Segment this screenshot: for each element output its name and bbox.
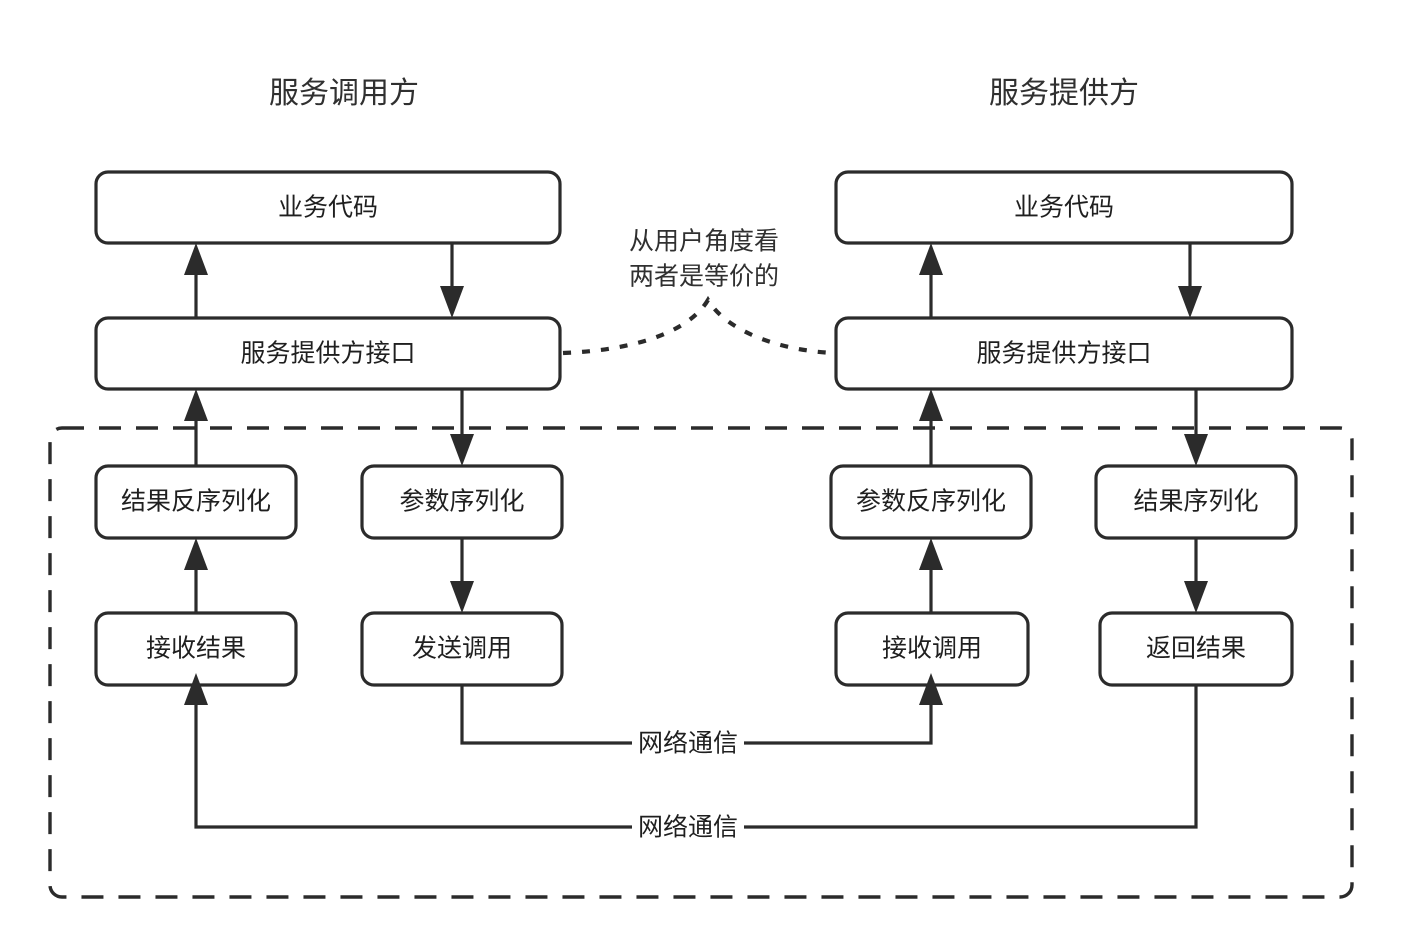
node-caller-result-deserialize-label: 结果反序列化	[121, 488, 271, 516]
column-title-provider: 服务提供方	[989, 77, 1139, 110]
arrowhead-down-caller-paramser	[450, 434, 474, 466]
annotation-equivalence-line2: 两者是等价的	[629, 263, 779, 291]
rpc-framework-boundary	[48, 426, 1354, 899]
arrowhead-up-provider-receivecall-network	[919, 673, 943, 705]
column-title-caller: 服务调用方	[269, 77, 419, 110]
node-provider-param-deserialize-label: 参数反序列化	[856, 488, 1006, 516]
node-provider-receive-call-label: 接收调用	[882, 635, 982, 663]
edge-label-network-call-bg	[632, 728, 744, 760]
arrowhead-up-provider-paramdeser	[919, 538, 943, 570]
node-caller-business-code[interactable]	[94, 170, 562, 245]
node-provider-provider-interface[interactable]	[834, 316, 1294, 391]
node-caller-provider-interface[interactable]	[94, 316, 562, 391]
edge-label-network-return: 网络通信	[638, 814, 738, 842]
node-provider-business-code[interactable]	[834, 170, 1294, 245]
edge-label-network-return-bg	[632, 812, 744, 844]
node-provider-business-code-label: 业务代码	[1014, 194, 1114, 222]
arrowhead-up-provider-interface	[919, 389, 943, 421]
node-caller-provider-interface-label: 服务提供方接口	[240, 340, 415, 368]
arrowhead-down-provider-interface	[1178, 286, 1202, 318]
arrowhead-up-caller-receiveresult-network	[184, 673, 208, 705]
annotation-equivalence-line1: 从用户角度看	[629, 228, 779, 256]
arrowhead-down-caller-interface	[440, 286, 464, 318]
node-caller-param-serialize-label: 参数序列化	[399, 488, 524, 516]
node-caller-business-code-label: 业务代码	[278, 194, 378, 222]
arrowhead-up-caller-interface	[184, 389, 208, 421]
node-provider-result-serialize-label: 结果序列化	[1133, 488, 1258, 516]
arrowhead-up-caller-resultdeser	[184, 538, 208, 570]
arrowhead-up-provider-business	[919, 243, 943, 275]
edge-equivalence-dotted	[562, 295, 834, 356]
arrowhead-down-caller-sendcall	[450, 581, 474, 613]
arrowhead-down-provider-returnresult	[1184, 581, 1208, 613]
node-caller-send-call-label: 发送调用	[412, 635, 512, 663]
node-caller-receive-result-label: 接收结果	[146, 635, 246, 663]
node-provider-provider-interface-label: 服务提供方接口	[976, 340, 1151, 368]
edge-label-network-call: 网络通信	[638, 730, 738, 758]
arrowhead-up-caller-business	[184, 243, 208, 275]
node-provider-return-result-label: 返回结果	[1146, 635, 1246, 663]
arrowhead-down-provider-resultser	[1184, 434, 1208, 466]
